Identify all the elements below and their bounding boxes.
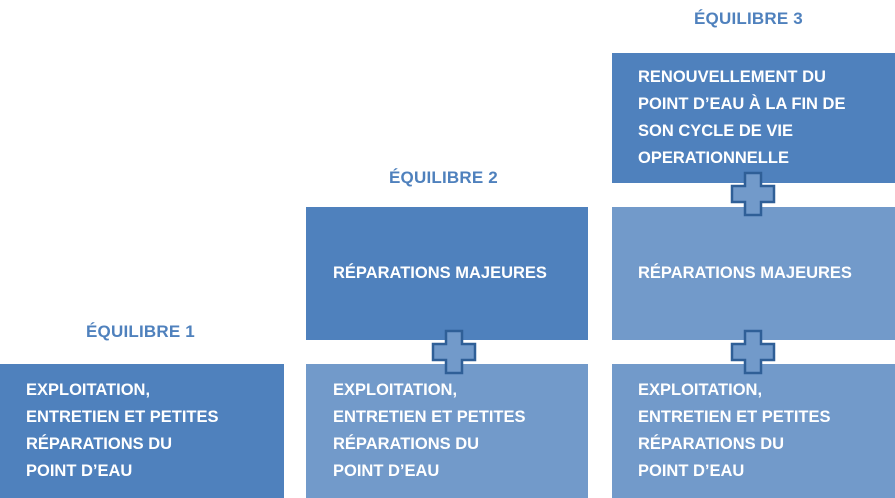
- box-line: EXPLOITATION,: [638, 381, 763, 399]
- box-line: POINT D’EAU: [26, 462, 133, 480]
- box-line: RÉPARATIONS MAJEURES: [638, 264, 852, 282]
- box-line: RÉPARATIONS MAJEURES: [333, 264, 547, 282]
- box-line: EXPLOITATION,: [26, 381, 151, 399]
- box-line: RÉPARATIONS DU: [26, 435, 173, 453]
- box-line: OPERATIONNELLE: [638, 149, 789, 167]
- exploitation-box-equilibre-3: EXPLOITATION, ENTRETIEN ET PETITES RÉPAR…: [612, 364, 895, 498]
- box-line: ENTRETIEN ET PETITES: [638, 408, 831, 426]
- box-line: ENTRETIEN ET PETITES: [26, 408, 219, 426]
- plus-icon: [730, 329, 776, 375]
- title-equilibre-2: ÉQUILIBRE 2: [389, 168, 498, 187]
- plus-icon: [730, 171, 776, 217]
- plus-icon: [431, 329, 477, 375]
- reparations-box-equilibre-3: RÉPARATIONS MAJEURES: [612, 207, 895, 340]
- box-line: EXPLOITATION,: [333, 381, 458, 399]
- reparations-box-equilibre-2: RÉPARATIONS MAJEURES: [306, 207, 588, 340]
- box-line: SON CYCLE DE VIE: [638, 122, 793, 140]
- box-line: ENTRETIEN ET PETITES: [333, 408, 526, 426]
- box-line: RÉPARATIONS DU: [638, 435, 785, 453]
- box-line: RENOUVELLEMENT DU: [638, 68, 826, 86]
- exploitation-box-equilibre-2: EXPLOITATION, ENTRETIEN ET PETITES RÉPAR…: [306, 364, 588, 498]
- title-equilibre-1: ÉQUILIBRE 1: [86, 322, 195, 341]
- exploitation-box-equilibre-1: EXPLOITATION, ENTRETIEN ET PETITES RÉPAR…: [0, 364, 284, 498]
- renouvellement-box-equilibre-3: RENOUVELLEMENT DU POINT D’EAU À LA FIN D…: [612, 53, 895, 183]
- box-line: POINT D’EAU: [333, 462, 440, 480]
- box-line: POINT D’EAU À LA FIN DE: [638, 95, 846, 113]
- title-equilibre-3: ÉQUILIBRE 3: [694, 9, 803, 28]
- box-line: RÉPARATIONS DU: [333, 435, 480, 453]
- box-line: POINT D’EAU: [638, 462, 745, 480]
